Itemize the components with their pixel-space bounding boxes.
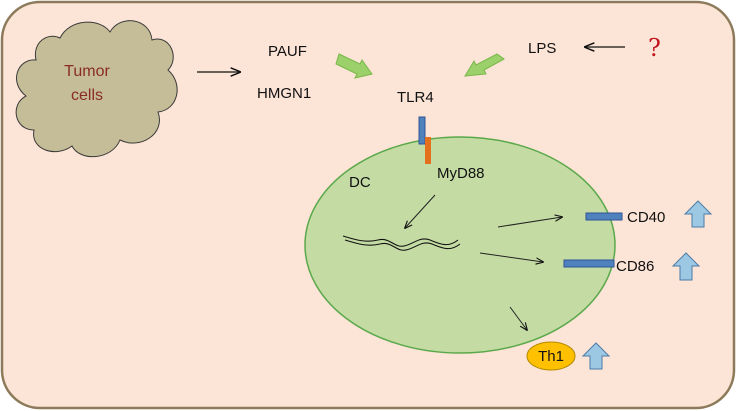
tlr4-receptor — [418, 116, 426, 145]
tumor-label-line2: cells — [71, 87, 103, 104]
pauf-label: PAUF — [268, 43, 307, 60]
green-arrow-lps — [464, 53, 505, 77]
green-arrow-factors — [335, 53, 373, 79]
cd86-receptor — [563, 259, 615, 268]
th1-cell — [526, 341, 576, 371]
dna-to-cd40-arrow — [497, 217, 562, 228]
th1-up-arrow-icon — [581, 342, 611, 370]
question-mark: ? — [648, 34, 661, 62]
myd88-label: MyD88 — [437, 165, 485, 182]
tumor-label-line1: Tumor — [64, 63, 110, 80]
dc-label: DC — [349, 174, 371, 191]
myd88-to-dna-arrow — [405, 194, 436, 228]
cd40-up-arrow-icon — [683, 200, 713, 228]
th1-label: Th1 — [538, 348, 564, 365]
hmgn1-label: HMGN1 — [257, 85, 311, 102]
cd86-up-arrow-icon — [671, 252, 701, 281]
cd40-label: CD40 — [627, 209, 665, 226]
dna-to-cd86-arrow — [479, 252, 543, 262]
tumor-cloud-icon — [15, 20, 178, 158]
dc-to-th1-arrow — [509, 306, 527, 330]
lps-label: LPS — [528, 40, 556, 57]
tlr4-label: TLR4 — [397, 89, 434, 106]
myd88-adaptor — [425, 137, 431, 164]
dendritic-cell — [304, 136, 616, 354]
cd40-receptor — [585, 212, 623, 221]
dna-strand-icon — [342, 235, 459, 247]
cd86-label: CD86 — [616, 258, 654, 275]
dna-strand-icon-2 — [344, 239, 461, 251]
